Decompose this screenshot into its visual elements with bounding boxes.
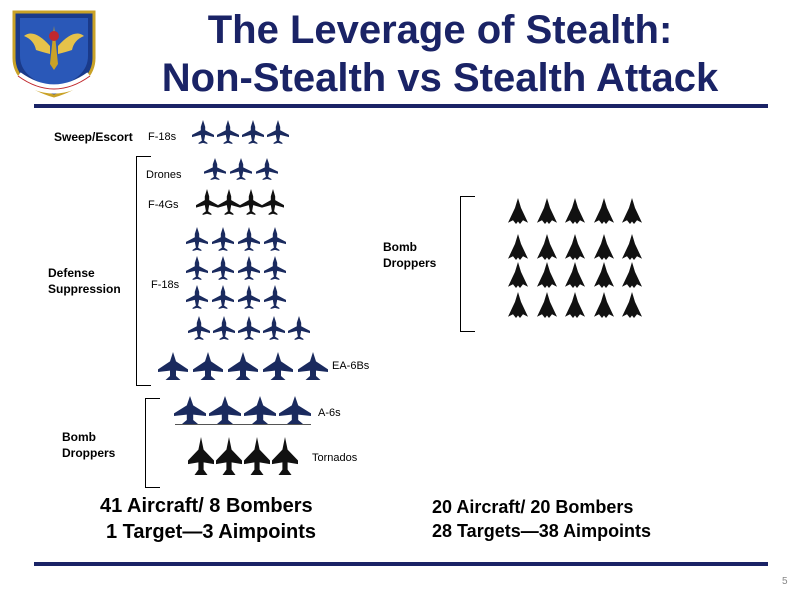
- tornado-icon: [216, 437, 242, 475]
- group-label-defense: Defense: [48, 266, 95, 280]
- stealth-bomber-icon: [536, 262, 557, 288]
- stealth-bomber-icon: [622, 292, 642, 318]
- ea6b-icon: [298, 352, 328, 380]
- stealth-bomber-icon: [593, 292, 614, 318]
- page-title-line2: Non-Stealth vs Stealth Attack: [161, 56, 719, 100]
- bottom-divider: [34, 562, 768, 566]
- left-summary-aircraft: 41 Aircraft/ 8 Bombers: [100, 495, 313, 517]
- a6-icon: [174, 396, 206, 424]
- stealth-bomber-icon: [622, 234, 642, 260]
- group-label-suppression: Suppression: [48, 282, 121, 296]
- f18-suppression-icon: [238, 285, 260, 309]
- type-label-drones: Drones: [146, 169, 182, 181]
- stealth-bomber-icon: [593, 198, 614, 224]
- f18-suppression-icon: [264, 285, 286, 309]
- f18-escort-icon: [192, 120, 214, 144]
- right-summary-targets: 28 Targets—38 Aimpoints: [432, 521, 652, 541]
- stealth-bomber-icon: [508, 292, 528, 318]
- f4g-icon: [240, 189, 262, 215]
- right-group-label-bomb: Bomb: [383, 240, 417, 254]
- f18-suppression-icon: [238, 316, 260, 340]
- f18-suppression-icon: [186, 256, 208, 280]
- drone-icon: [204, 158, 226, 180]
- stealth-bomber-icon: [565, 292, 585, 318]
- f18-escort-icon: [217, 120, 239, 144]
- stealth-bomb-droppers-bracket: [460, 196, 475, 332]
- stealth-bomber-icon: [536, 292, 557, 318]
- defense-suppression-bracket: [136, 156, 151, 386]
- drone-icon: [230, 158, 252, 180]
- stealth-bomber-icon: [622, 262, 642, 288]
- f18-suppression-icon: [238, 256, 260, 280]
- type-label-f18-escort: F-18s: [148, 131, 177, 143]
- f18-suppression-icon: [213, 316, 235, 340]
- right-group-label-droppers: Droppers: [383, 256, 437, 270]
- stealth-bomber-icon: [565, 262, 585, 288]
- f18-suppression-icon: [238, 227, 260, 251]
- stealth-bomber-icon: [508, 234, 528, 260]
- page-title-line1: The Leverage of Stealth:: [207, 8, 673, 52]
- page-number: 5: [782, 576, 788, 587]
- drone-icon: [256, 158, 278, 180]
- ea6b-icon: [228, 352, 258, 380]
- f18-suppression-icon: [186, 285, 208, 309]
- type-label-ea6b: EA-6Bs: [332, 360, 370, 372]
- f4g-icon: [262, 189, 284, 215]
- stealth-bomber-icon: [536, 234, 557, 260]
- stealth-bomber-icon: [565, 198, 585, 224]
- air-combat-command-logo: [12, 10, 96, 98]
- stealth-bomber-icon: [593, 234, 614, 260]
- tornado-icon: [272, 437, 298, 475]
- f18-suppression-icon: [212, 227, 234, 251]
- bomb-droppers-bracket: [145, 398, 160, 488]
- title-divider: [34, 104, 768, 108]
- group-label-bomb: Bomb: [62, 430, 96, 444]
- f18-escort-icon: [242, 120, 264, 144]
- f18-suppression-icon: [263, 316, 285, 340]
- stealth-bomber-icon: [508, 198, 528, 224]
- f18-suppression-icon: [212, 285, 234, 309]
- a6-icon: [244, 396, 276, 424]
- f4g-icon: [218, 189, 240, 215]
- stealth-bomber-icon: [508, 262, 528, 288]
- left-summary-targets: 1 Target—3 Aimpoints: [106, 521, 317, 543]
- ea6b-icon: [158, 352, 188, 380]
- type-label-a6: A-6s: [318, 407, 341, 419]
- type-label-f18-suppression: F-18s: [151, 279, 180, 291]
- ea6b-icon: [193, 352, 223, 380]
- ea6b-icon: [263, 352, 293, 380]
- f18-suppression-icon: [264, 256, 286, 280]
- stealth-bomber-icon: [593, 262, 614, 288]
- stealth-bomber-icon: [565, 234, 585, 260]
- f18-suppression-icon: [212, 256, 234, 280]
- f4g-icon: [196, 189, 218, 215]
- type-label-f4g: F-4Gs: [148, 199, 179, 211]
- right-summary-aircraft: 20 Aircraft/ 20 Bombers: [432, 497, 634, 517]
- group-label-sweep-escort: Sweep/Escort: [54, 130, 133, 144]
- a6-icon: [279, 396, 311, 424]
- tornado-icon: [244, 437, 270, 475]
- a6-icon: [209, 396, 241, 424]
- stealth-bomber-icon: [536, 198, 557, 224]
- a6-underline: [175, 424, 311, 425]
- f18-escort-icon: [267, 120, 289, 144]
- stealth-bomber-icon: [622, 198, 642, 224]
- tornado-icon: [188, 437, 214, 475]
- f18-suppression-icon: [288, 316, 310, 340]
- type-label-tornados: Tornados: [312, 452, 358, 464]
- f18-suppression-icon: [264, 227, 286, 251]
- f18-suppression-icon: [188, 316, 210, 340]
- group-label-droppers: Droppers: [62, 446, 116, 460]
- f18-suppression-icon: [186, 227, 208, 251]
